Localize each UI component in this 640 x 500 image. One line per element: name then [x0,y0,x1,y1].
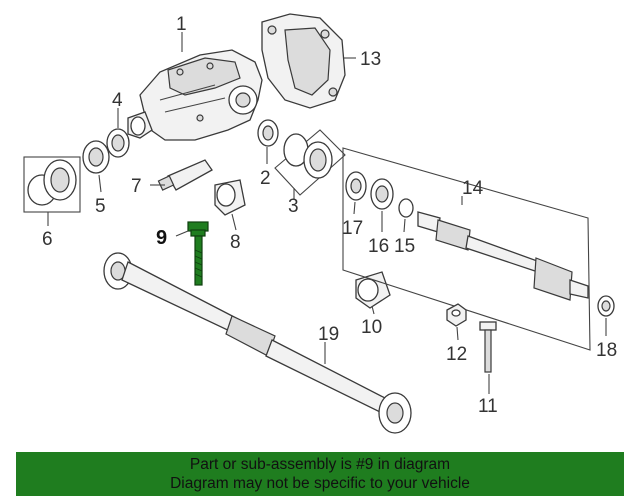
callout-labels: 1 2 3 4 5 6 7 8 9 10 11 12 13 14 15 16 1… [42,14,617,417]
callout-12: 12 [446,344,467,365]
part-15-ring [398,198,414,218]
callout-14: 14 [462,178,484,199]
info-banner: Part or sub-assembly is #9 in diagram Di… [16,452,624,496]
callout-18: 18 [596,340,617,361]
banner-line-2: Diagram may not be specific to your vehi… [170,475,470,492]
banner-line-1: Part or sub-assembly is #9 in diagram [189,456,451,473]
callout-11: 11 [478,396,498,417]
callout-2: 2 [260,168,271,189]
part-13-cover [261,13,346,109]
part-18-nut [597,295,615,317]
part-14-axle-shaft [342,147,591,351]
part-17-seal [345,171,367,201]
callout-17: 17 [342,218,363,239]
parts-diagram: 1 2 3 4 5 6 7 8 9 10 11 12 13 14 15 16 1… [23,13,617,434]
part-6-seal-kit [23,156,81,213]
callout-8: 8 [230,232,241,253]
part-10-mount [355,271,391,309]
callout-5: 5 [95,196,106,217]
part-12-nut [446,303,467,327]
part-9-bolt[interactable] [187,221,209,286]
part-16-seal [370,178,394,210]
part-7-grease-tube [157,159,213,191]
part-11-bolt [479,321,497,373]
part-19-drive-shaft [103,252,412,434]
callout-3: 3 [288,196,299,217]
part-3-seal-kit [274,129,346,196]
callout-9: 9 [156,227,167,249]
part-8-mount [214,179,246,216]
callout-16: 16 [368,236,389,257]
part-4-seal [106,128,130,158]
callout-15: 15 [394,236,415,257]
callout-1: 1 [176,14,187,35]
part-5-seal [82,140,110,174]
part-1-differential [127,49,263,141]
callout-4: 4 [112,90,123,111]
leader-lines [47,32,607,394]
callout-7: 7 [131,176,142,197]
callout-13: 13 [360,49,381,70]
part-2-seal [257,119,279,147]
callout-10: 10 [361,317,382,338]
callout-19: 19 [318,324,339,345]
callout-6: 6 [42,229,53,250]
